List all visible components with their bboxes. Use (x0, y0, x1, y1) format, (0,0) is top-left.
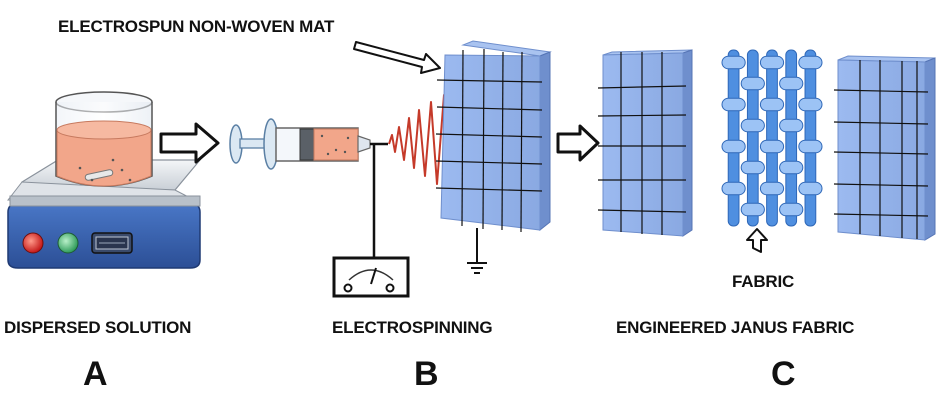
fabric-pointer-arrow-icon (746, 228, 768, 253)
fabric-weft-yarn (740, 118, 765, 133)
collector-mat (435, 40, 552, 233)
fabric-weft-yarn (721, 97, 746, 112)
mat-pointer-arrow-icon (353, 41, 441, 74)
panel-a-caption: DISPERSED SOLUTION (4, 318, 192, 337)
woven-fabric (721, 49, 823, 227)
fabric-weft-yarn (740, 160, 765, 175)
fabric-weft-yarn (779, 202, 804, 217)
high-voltage-supply (332, 144, 410, 298)
arrow-a-to-b-icon (159, 122, 220, 164)
janus-right-mat (833, 55, 936, 241)
fabric-weft-yarn (798, 181, 823, 196)
fabric-weft-yarn (759, 55, 785, 70)
fabric-weft-yarn (798, 139, 823, 154)
fabric-label: FABRIC (732, 272, 795, 291)
fabric-warp-yarn (746, 49, 759, 227)
fabric-weft-yarn (721, 55, 746, 70)
panel-c-letter: C (771, 355, 796, 393)
fabric-weft-yarn (740, 202, 765, 217)
fabric-weft-yarn (779, 76, 804, 91)
beaker (55, 91, 153, 187)
fabric-weft-yarn (759, 139, 785, 154)
fabric-weft-yarn (798, 55, 823, 70)
panel-b-letter: B (414, 355, 439, 393)
fabric-warp-yarn (766, 49, 778, 227)
fabric-weft-yarn (721, 181, 746, 196)
fabric-weft-yarn (779, 160, 804, 175)
fabric-warp-yarn (727, 49, 740, 227)
panel-a-letter: A (83, 355, 108, 393)
fabric-weft-yarn (740, 76, 765, 91)
syringe (229, 118, 388, 170)
ground-symbol-icon (467, 228, 487, 274)
fabric-warp-yarn (804, 49, 817, 227)
panel-b-caption: ELECTROSPINNING (332, 318, 493, 337)
fabric-weft-yarn (798, 97, 823, 112)
fabric-weft-yarn (759, 181, 785, 196)
panel-c-caption: ENGINEERED JANUS FABRIC (616, 318, 855, 337)
fabric-weft-yarn (759, 97, 785, 112)
mat-label: ELECTROSPUN NON-WOVEN MAT (58, 17, 335, 36)
fabric-weft-yarn (779, 118, 804, 133)
janus-left-mat (597, 49, 693, 237)
arrow-b-to-c-icon (556, 124, 600, 162)
fabric-warp-yarn (785, 49, 798, 227)
fabric-weft-yarn (721, 139, 746, 154)
